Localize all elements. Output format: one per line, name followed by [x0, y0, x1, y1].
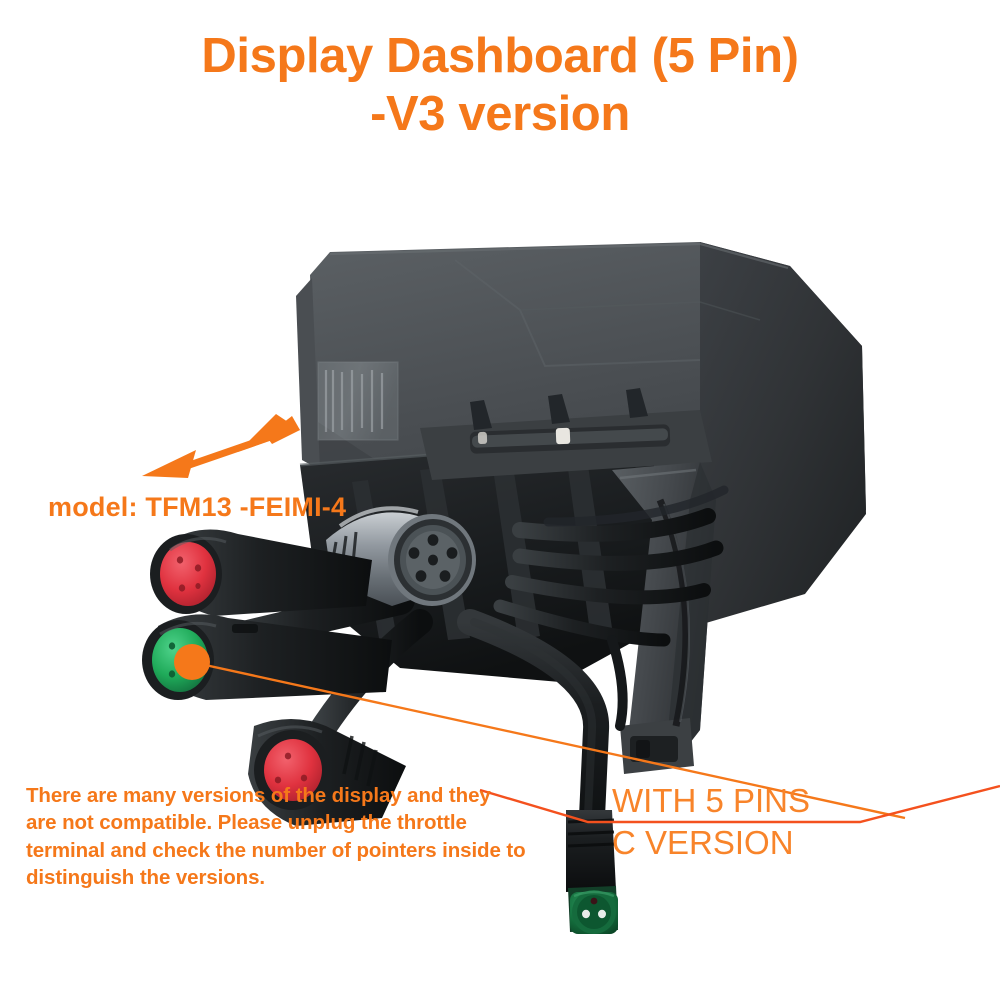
green-male-connector [566, 810, 618, 934]
mount-latch [420, 388, 712, 480]
pin-count-callout: WITH 5 PINS C VERSION [612, 780, 810, 864]
title-line-1: Display Dashboard (5 Pin) [201, 29, 799, 83]
model-number-label: model: TFM13 -FEIMI-4 [48, 492, 347, 522]
page-title: Display Dashboard (5 Pin) -V3 version [0, 28, 1000, 144]
title-line-2: -V3 version [370, 86, 630, 141]
metal-5pin-connector [326, 506, 476, 606]
pin-count-line-1: WITH 5 PINS [612, 782, 811, 819]
cable-stub [607, 635, 628, 731]
compatibility-warning-text: There are many versions of the display a… [26, 784, 526, 889]
red-female-connector-upper [150, 529, 372, 616]
pin-count-line-2: C VERSION [612, 824, 794, 862]
connector-pin-holes [408, 534, 458, 582]
product-label-sticker [317, 361, 399, 441]
